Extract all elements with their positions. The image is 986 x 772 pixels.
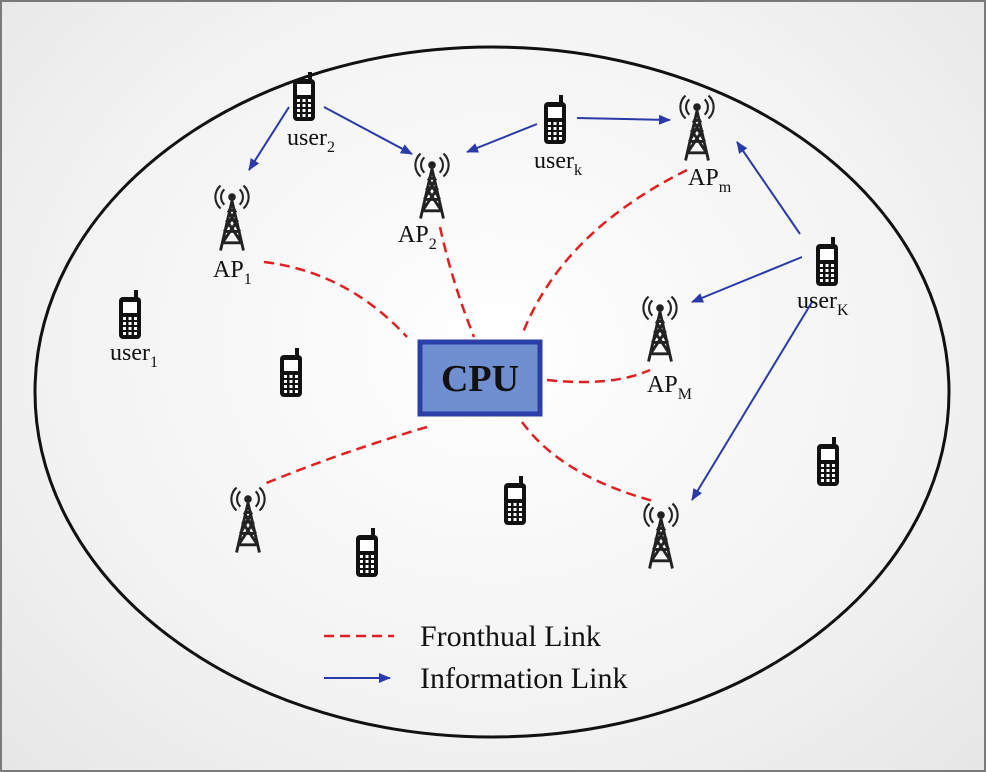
info-link-userK-apB [691,301,813,501]
user-1: user1 [110,290,158,371]
legend-information-label: Information Link [420,662,627,695]
ap-m: APm [678,94,732,196]
ap-unlabeled-left [229,486,267,554]
phone-icon [817,437,839,486]
cpu-node: CPU [417,339,543,417]
tower-icon [678,94,716,162]
user-K-label: userK [797,288,849,319]
ap-2: AP2 [398,152,451,253]
fronthaul-link-apA [263,425,428,486]
phone-icon [119,290,141,339]
cpu-box [417,339,543,417]
fronthaul-link-apB [520,421,658,504]
tower-icon [213,184,251,252]
ap-m-label: APm [688,165,732,196]
phone-icon [293,72,315,121]
fronthaul-link-ap1 [263,260,408,338]
info-link-userk-ap2 [466,123,538,153]
fronthaul-link-apM [546,368,651,384]
user-k: userk [534,95,582,179]
information-links [248,106,813,501]
user-2-label: user2 [287,125,335,156]
ap-2-label: AP2 [398,222,437,253]
legend: Fronthual Link Information Link [324,620,627,695]
tower-icon [642,502,680,570]
legend-fronthaul-label: Fronthual Link [420,620,601,653]
phone-icon [544,95,566,144]
info-link-userK-apM [691,256,803,303]
phone-icon [816,237,838,286]
cpu-label: CPU [441,358,519,400]
ap-1-label: AP1 [213,257,252,288]
fronthaul-link-apm [520,168,688,336]
coverage-area [33,45,951,739]
ap-1: AP1 [213,184,252,288]
user-K: userK [797,237,849,319]
fronthaul-links [263,168,688,504]
tower-icon [413,152,451,220]
tower-icon [641,295,679,363]
user-1-label: user1 [110,340,158,371]
ap-M-label: APM [647,372,692,403]
user-2: user2 [287,72,335,156]
info-link-userk-apm [576,114,671,125]
ap-unlabeled-right [642,502,680,570]
phone-icon [504,476,526,525]
phone-icon [356,528,378,577]
phone-icon [280,348,302,397]
fronthaul-link-ap2 [438,226,476,338]
info-link-user2-ap2 [323,106,413,155]
user-k-label: userk [534,148,582,179]
ap-M: APM [641,295,692,403]
info-link-user2-ap1 [248,106,290,171]
info-link-userK-apm [736,141,801,235]
tower-icon [229,486,267,554]
